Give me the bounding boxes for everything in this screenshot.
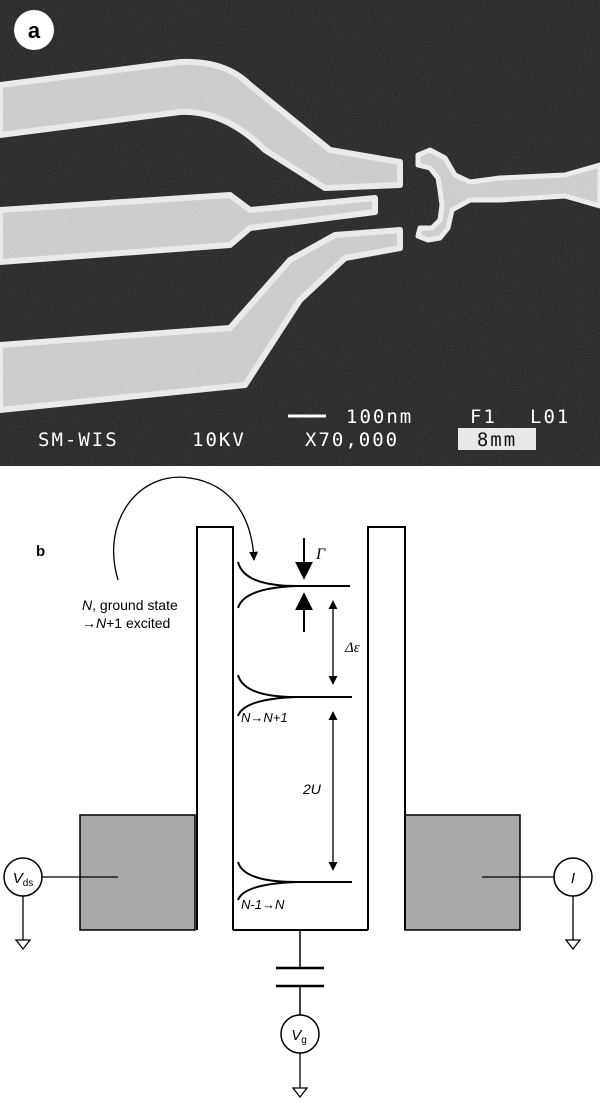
- current-meter-label: I: [571, 870, 575, 887]
- panel-b-label: b: [36, 543, 45, 560]
- level-mid-label: N→N+1: [241, 710, 288, 725]
- quantum-dot-schematic-panel: b Γ Δε 2U N→N+1 N-1→N N, ground state →N…: [0, 466, 600, 1111]
- delta-epsilon-label: Δε: [344, 640, 360, 656]
- gamma-label: Γ: [315, 546, 326, 563]
- bottom-level-peak: [238, 862, 352, 900]
- schematic-svg: b Γ Δε 2U N→N+1 N-1→N N, ground state →N…: [0, 466, 600, 1111]
- gate-ground-icon: [293, 1088, 307, 1097]
- right-barrier: [368, 527, 405, 930]
- working-distance-text: 8mm: [477, 429, 517, 451]
- source-lead: [80, 815, 195, 930]
- panel-a-label: a: [28, 18, 41, 43]
- sem-micrograph-panel: a 100nm F1 L01 SM-WIS 10KV X70,000 8mm: [0, 0, 600, 466]
- sem-image: a 100nm F1 L01 SM-WIS 10KV X70,000 8mm: [0, 0, 600, 466]
- magnification-text: X70,000: [305, 429, 399, 451]
- left-barrier: [197, 527, 233, 930]
- line-text: L01: [530, 406, 570, 428]
- drain-ground-icon: [566, 940, 580, 949]
- two-u-label: 2U: [302, 781, 322, 797]
- transition-note-line1: N, ground state: [82, 597, 178, 613]
- transition-note-line2: →N+1 excited: [82, 615, 170, 631]
- voltage-text: 10KV: [192, 429, 246, 451]
- scale-bar-text: 100nm: [346, 406, 413, 428]
- source-voltage-circle: [4, 858, 42, 896]
- frame-text: F1: [470, 406, 497, 428]
- operator-text: SM-WIS: [38, 429, 119, 451]
- drain-lead: [405, 815, 520, 930]
- level-bottom-label: N-1→N: [241, 897, 285, 912]
- source-ground-icon: [16, 940, 30, 949]
